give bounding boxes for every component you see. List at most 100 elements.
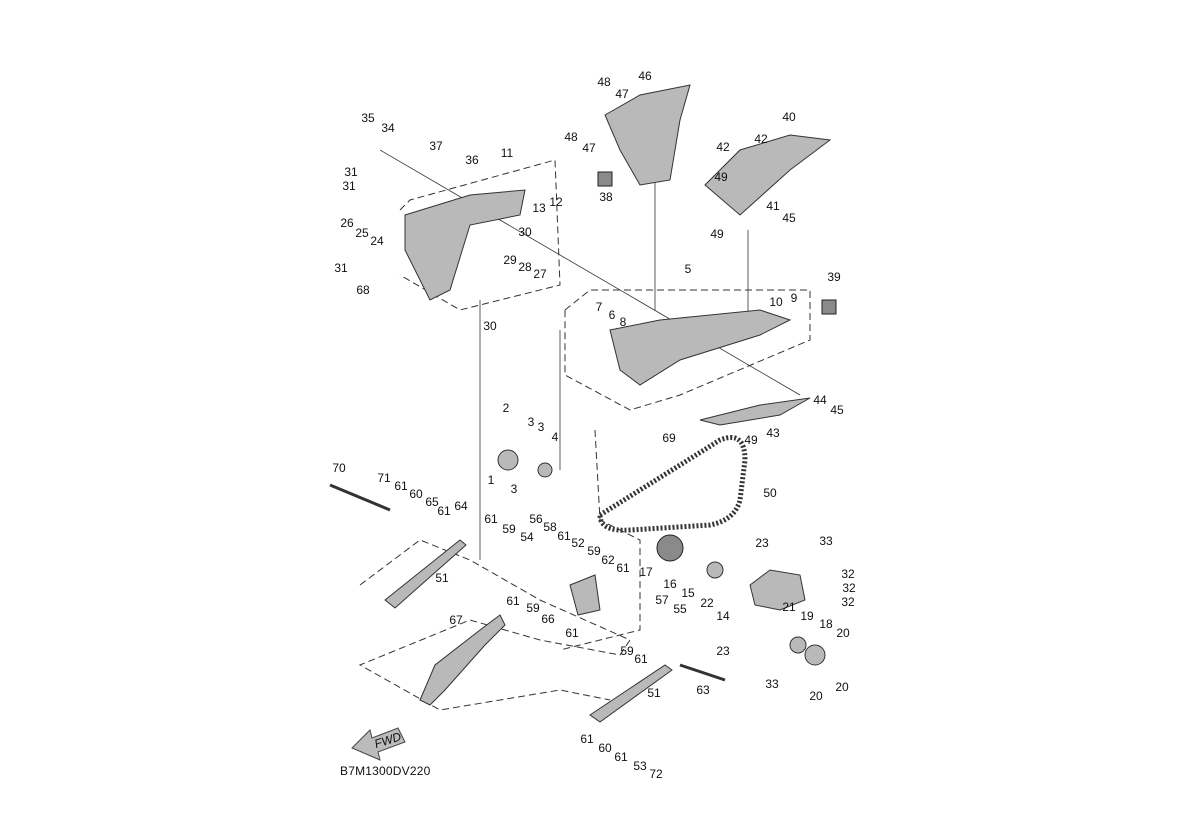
callout-9: 9: [791, 291, 798, 305]
hub-19-part: [789, 636, 807, 654]
callout-61: 61: [614, 750, 628, 764]
diagram-code: B7M1300DV220: [340, 764, 431, 778]
callout-61: 61: [557, 529, 571, 543]
callout-25: 25: [355, 226, 369, 240]
callout-21: 21: [782, 600, 796, 614]
callout-67: 67: [449, 613, 463, 627]
callout-28: 28: [518, 260, 532, 274]
callout-2: 2: [503, 401, 510, 415]
hub-18-part: [804, 644, 826, 666]
callout-30: 30: [483, 319, 497, 333]
callout-48: 48: [597, 75, 611, 89]
callout-31: 31: [334, 261, 348, 275]
callout-1: 1: [488, 473, 495, 487]
callout-68: 68: [356, 283, 370, 297]
callout-24: 24: [370, 234, 384, 248]
group-outline-11: [399, 159, 561, 311]
callout-11: 11: [501, 146, 514, 160]
callout-3: 3: [538, 420, 545, 434]
callout-14: 14: [716, 609, 730, 623]
engine-bracket-part: [404, 189, 526, 301]
callout-12: 12: [549, 195, 563, 209]
callout-33: 33: [765, 677, 779, 691]
bracket-1-part: [497, 449, 519, 471]
callout-34: 34: [381, 121, 395, 135]
link-51-part: [384, 539, 467, 609]
callout-64: 64: [454, 499, 468, 513]
callout-10: 10: [769, 295, 783, 309]
callout-45: 45: [782, 211, 796, 225]
callout-65: 65: [425, 495, 439, 509]
callout-55: 55: [673, 602, 687, 616]
callout-57: 57: [655, 593, 669, 607]
callout-61: 61: [565, 626, 579, 640]
callout-31: 31: [344, 165, 358, 179]
bearing-15-part: [706, 561, 724, 579]
callout-61: 61: [484, 512, 498, 526]
shock-absorber-67-part: [419, 614, 506, 706]
callout-61: 61: [506, 594, 520, 608]
callout-31: 31: [342, 179, 356, 193]
group-outline-shock: [358, 539, 631, 711]
callout-32: 32: [841, 595, 855, 609]
pad-39-part: [821, 299, 837, 315]
callout-70: 70: [332, 461, 346, 475]
callout-41: 41: [766, 199, 780, 213]
callout-37: 37: [429, 139, 443, 153]
relay-arm-52-part: [569, 574, 601, 616]
callout-61: 61: [394, 479, 408, 493]
callout-43: 43: [766, 426, 780, 440]
bolt-63-part: [679, 663, 726, 682]
callout-59: 59: [587, 544, 601, 558]
callout-32: 32: [841, 567, 855, 581]
callout-44: 44: [813, 393, 827, 407]
callout-40: 40: [782, 110, 796, 124]
callout-63: 63: [696, 683, 710, 697]
callout-13: 13: [532, 201, 546, 215]
callout-60: 60: [598, 741, 612, 755]
callout-39: 39: [827, 270, 841, 284]
callout-60: 60: [409, 487, 423, 501]
callout-19: 19: [800, 609, 814, 623]
callout-27: 27: [533, 267, 547, 281]
callout-50: 50: [763, 486, 777, 500]
callout-3: 3: [511, 482, 518, 496]
callout-26: 26: [340, 216, 354, 230]
callout-53: 53: [633, 759, 647, 773]
callout-20: 20: [835, 680, 849, 694]
callout-6: 6: [609, 308, 616, 322]
callout-52: 52: [571, 536, 585, 550]
callout-3: 3: [528, 415, 535, 429]
callout-7: 7: [596, 300, 603, 314]
callout-51: 51: [435, 571, 449, 585]
callout-5: 5: [685, 262, 692, 276]
callout-59: 59: [502, 522, 516, 536]
callout-35: 35: [361, 111, 375, 125]
callout-49: 49: [710, 227, 724, 241]
callout-61: 61: [616, 561, 630, 575]
callout-42: 42: [754, 132, 768, 146]
callout-56: 56: [529, 512, 543, 526]
callout-36: 36: [465, 153, 479, 167]
callout-61: 61: [437, 504, 451, 518]
callout-46: 46: [638, 69, 652, 83]
callout-4: 4: [552, 430, 559, 444]
callout-58: 58: [543, 520, 557, 534]
link-51b-part: [589, 664, 673, 723]
swingarm-part: [609, 309, 792, 386]
callout-16: 16: [663, 577, 677, 591]
callout-23: 23: [716, 644, 730, 658]
callout-23: 23: [755, 536, 769, 550]
guard-43-part: [699, 397, 811, 426]
callout-48: 48: [564, 130, 578, 144]
callout-51: 51: [647, 686, 661, 700]
fwd-arrow-icon: [351, 727, 406, 761]
callout-38: 38: [599, 190, 613, 204]
bearing-4-part: [537, 462, 553, 478]
callout-54: 54: [520, 530, 534, 544]
callout-20: 20: [836, 626, 850, 640]
callout-62: 62: [601, 553, 615, 567]
callout-71: 71: [377, 471, 391, 485]
fender-40-part: [704, 134, 832, 216]
